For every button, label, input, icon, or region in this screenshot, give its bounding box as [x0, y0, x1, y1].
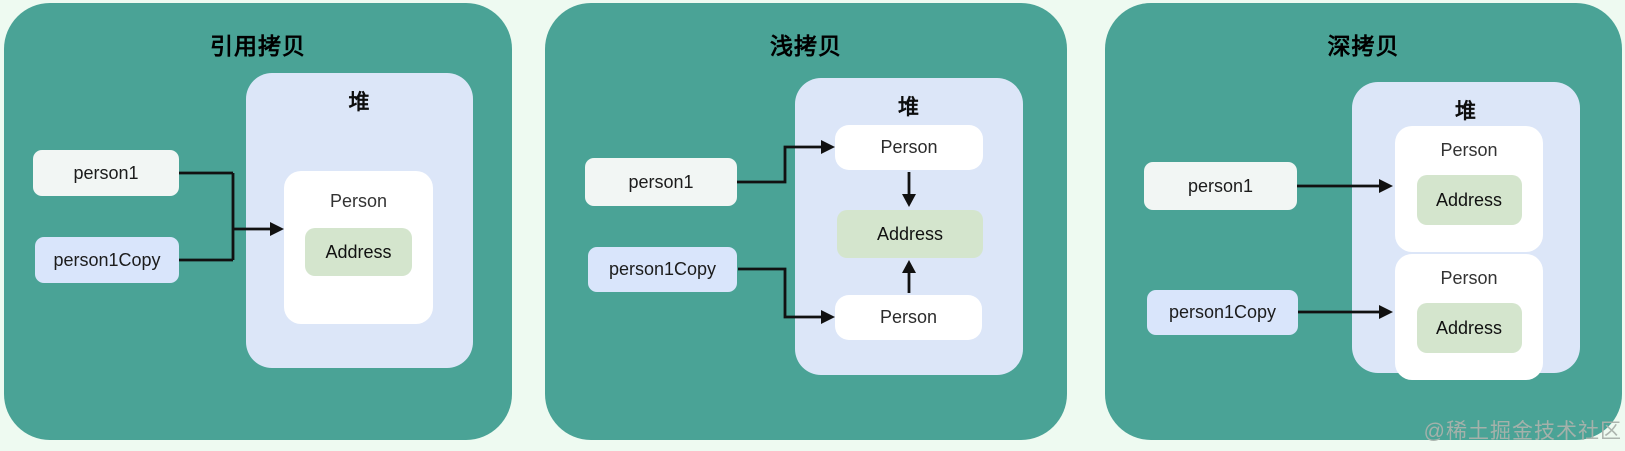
- panel-shallow-copy: 浅拷贝 堆 Person Address Person person1 pers…: [545, 3, 1067, 440]
- address-object-box: Address: [837, 210, 983, 258]
- person-object-label: Person: [1440, 140, 1498, 160]
- person1-variable-box: person1: [585, 158, 737, 206]
- watermark: @稀土掘金技术社区: [1423, 420, 1622, 443]
- person1copy-variable-box: person1Copy: [588, 247, 737, 292]
- panel-title: 引用拷贝: [210, 33, 306, 59]
- heap-label: 堆: [1455, 100, 1477, 123]
- person1copy-variable-box: person1Copy: [35, 237, 179, 283]
- address-object-box: Address: [1416, 175, 1522, 225]
- address-object-box: Address: [1416, 303, 1522, 353]
- person-object-box: Person Address: [284, 171, 433, 324]
- person-object-top-box: Person Address: [1395, 126, 1543, 252]
- person1copy-variable-box: person1Copy: [1147, 290, 1298, 335]
- person1-variable-box: person1: [1144, 162, 1297, 210]
- heap-label: 堆: [898, 96, 920, 119]
- panel-title: 浅拷贝: [770, 33, 842, 59]
- panel-reference-copy: 引用拷贝 堆 Person Address person1 person1Cop…: [4, 3, 512, 440]
- person1-variable-box: person1: [33, 150, 179, 196]
- person-object-bottom-box: Person Address: [1395, 254, 1543, 380]
- heap-label: 堆: [348, 91, 371, 114]
- panel-title: 深拷贝: [1327, 33, 1400, 59]
- person-object-top-box: Person: [835, 125, 983, 170]
- address-object-box: Address: [305, 228, 412, 276]
- person-object-label: Person: [1440, 268, 1498, 288]
- person-object-bottom-box: Person: [835, 295, 982, 340]
- panel-deep-copy: 深拷贝 堆 Person Address Person Address pers…: [1105, 3, 1622, 440]
- person-object-label: Person: [329, 191, 388, 211]
